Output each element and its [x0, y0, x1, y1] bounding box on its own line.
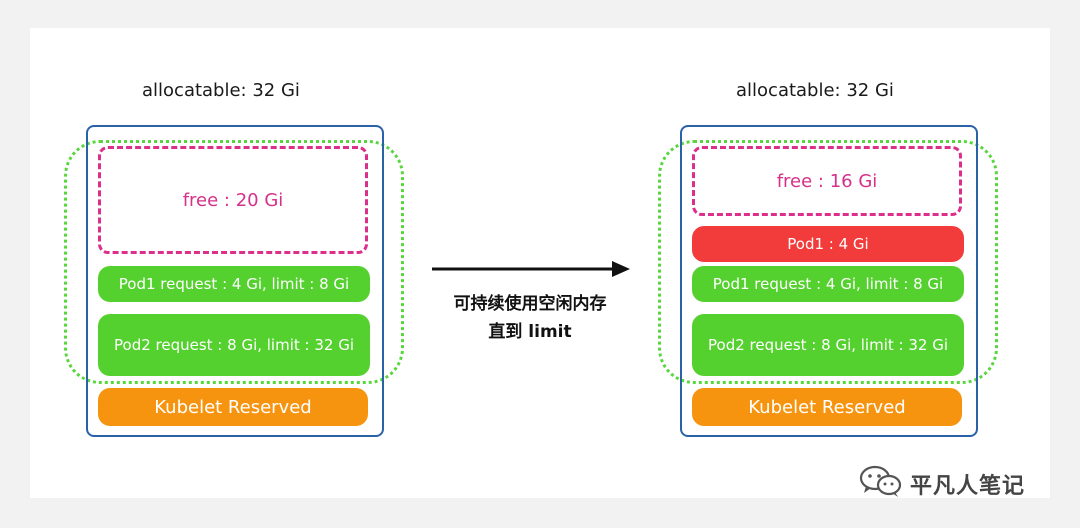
right-pod2-box: Pod2 request : 8 Gi, limit : 32 Gi — [692, 314, 964, 376]
left-allocatable-title: allocatable: 32 Gi — [142, 80, 300, 101]
left-pod1-box: Pod1 request : 4 Gi, limit : 8 Gi — [98, 266, 370, 302]
right-free-box: free : 16 Gi — [692, 146, 962, 216]
right-allocatable-title: allocatable: 32 Gi — [736, 80, 894, 101]
right-pod1-used-box: Pod1 : 4 Gi — [692, 226, 964, 262]
watermark-text: 平凡人笔记 — [910, 474, 1026, 499]
arrow-caption-line1: 可持续使用空闲内存 — [453, 294, 607, 314]
right-pod-region — [658, 140, 998, 384]
right-allocatable-box — [680, 125, 978, 437]
arrow-caption: 可持续使用空闲内存 直到 limit — [430, 290, 630, 346]
wechat-icon — [859, 465, 902, 497]
arrow-head-icon — [612, 261, 630, 277]
right-kubelet-reserved: Kubelet Reserved — [692, 388, 962, 426]
arrow — [432, 261, 630, 277]
left-kubelet-reserved: Kubelet Reserved — [98, 388, 368, 426]
left-pod2-box: Pod2 request : 8 Gi, limit : 32 Gi — [98, 314, 370, 376]
right-pod1-box: Pod1 request : 4 Gi, limit : 8 Gi — [692, 266, 964, 302]
arrow-caption-line2: 直到 limit — [488, 322, 572, 342]
left-allocatable-box — [86, 125, 384, 437]
left-free-box: free : 20 Gi — [98, 146, 368, 254]
left-pod-region — [64, 140, 404, 384]
